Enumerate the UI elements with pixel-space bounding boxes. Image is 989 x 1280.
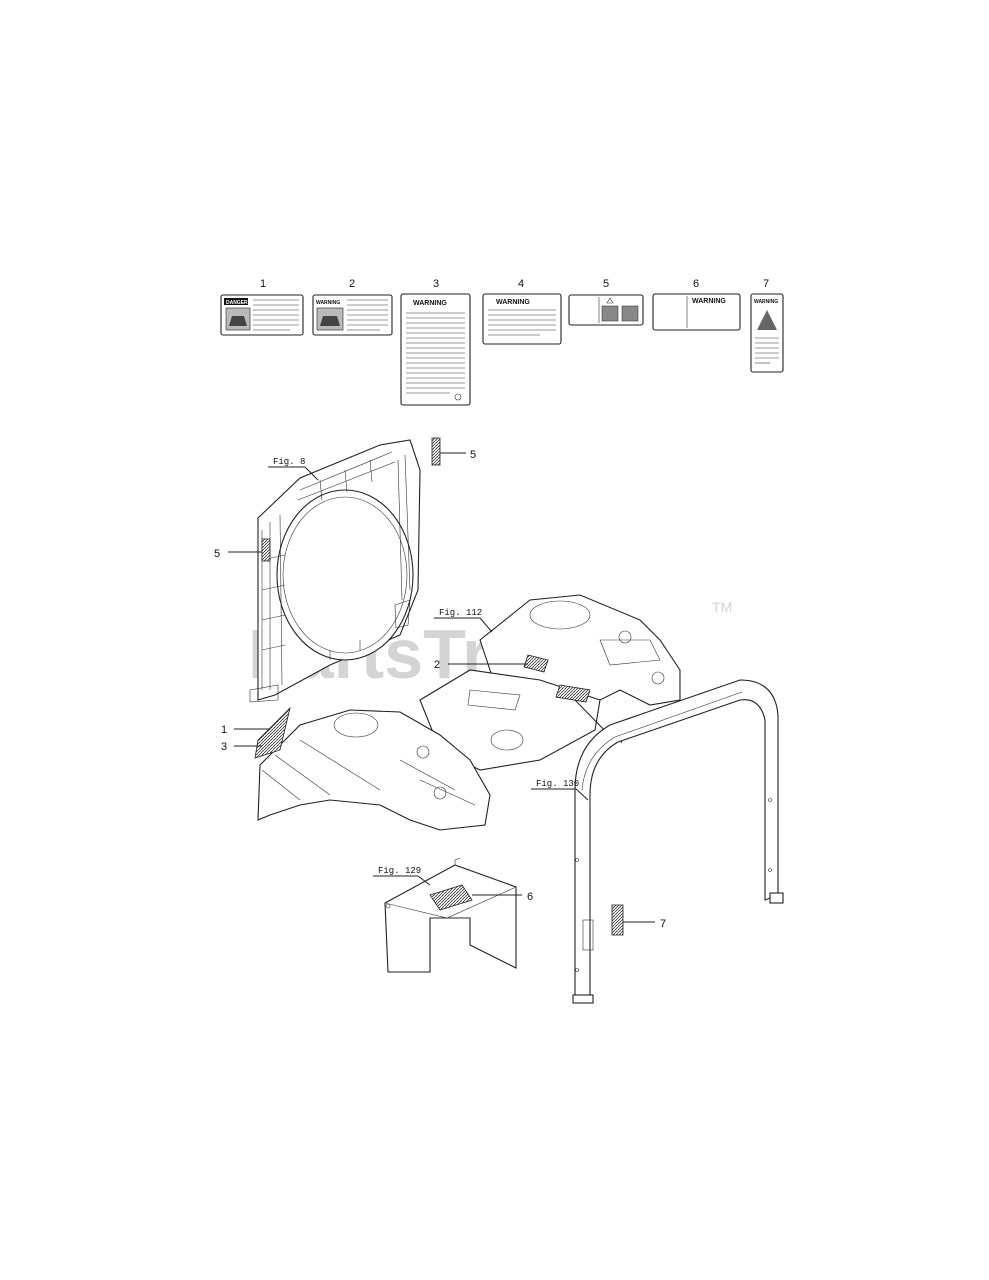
decal-2-word: WARNING [316, 300, 340, 306]
decal-7: 7 WARNING [750, 278, 784, 373]
decal-5: 5 [568, 278, 644, 326]
decal-7-number: 7 [763, 278, 769, 290]
roll-bar-assembly: 7 Fig. 130 [531, 679, 784, 1004]
decal-7-placement [611, 904, 624, 936]
decal-3-word: WARNING [413, 300, 447, 307]
fig-8-label: Fig. 8 [273, 457, 305, 467]
fig-112-label: Fig. 112 [439, 608, 482, 618]
callout-5-top: 5 [470, 449, 476, 461]
decal-1-number: 1 [260, 278, 266, 290]
decal-4-number: 4 [518, 278, 524, 290]
decal-7-word: WARNING [754, 299, 778, 305]
callout-2: 2 [434, 659, 440, 671]
cover-assembly: 6 Fig. 129 [373, 857, 533, 973]
fig-130-label: Fig. 130 [536, 779, 579, 789]
decal-1-word: DANGER [226, 300, 248, 306]
watermark-tm: TM [712, 599, 732, 615]
decal-5-top-placement [431, 437, 441, 466]
decal-6-number: 6 [693, 278, 699, 290]
decal-2: 2 WARNING [312, 278, 393, 336]
decal-1: 1 DANGER [220, 278, 304, 336]
decal-4-word: WARNING [496, 299, 530, 306]
decal-3-number: 3 [433, 278, 439, 290]
decal-6-placement [429, 884, 473, 911]
decal-2-number: 2 [349, 278, 355, 290]
decal-6-word: WARNING [692, 298, 726, 305]
decal-2-placement [523, 654, 549, 673]
callout-1: 1 [221, 724, 227, 736]
fender-platform-assembly: 2 4 1 3 Fig. 112 [221, 594, 681, 831]
decal-4-placement [555, 684, 591, 703]
callout-5-left: 5 [214, 548, 220, 560]
decal-4: 4 WARNING [482, 278, 562, 345]
callout-3: 3 [221, 741, 227, 753]
decal-1-3-placement [254, 706, 291, 759]
decal-3-text-lines [406, 312, 465, 394]
decal-3: 3 WARNING [400, 278, 471, 406]
decal-row: 1 DANGER 2 WARNING [220, 278, 784, 406]
fan-shroud-assembly: 5 5 Fig. 8 [214, 437, 476, 703]
fig-129-label: Fig. 129 [378, 866, 421, 876]
decal-6: 6 WARNING [652, 278, 741, 331]
callout-7: 7 [660, 918, 666, 930]
callout-6: 6 [527, 891, 533, 903]
decal-5-number: 5 [603, 278, 609, 290]
decal-5-left-placement [261, 538, 271, 562]
